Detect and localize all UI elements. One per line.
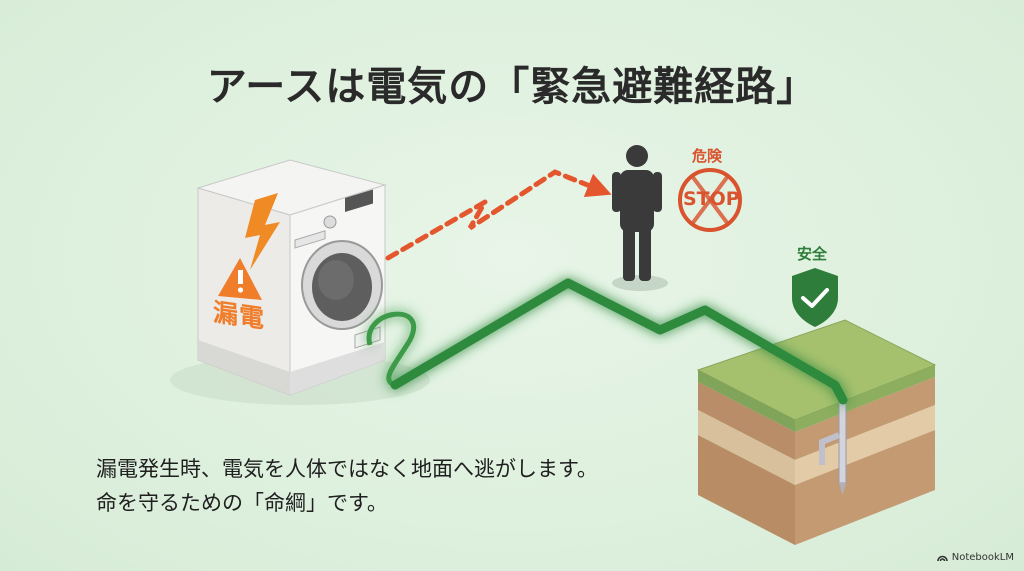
danger-label: 危険 (692, 147, 723, 165)
caption-line-2: 命を守るための「命綱」です。 (96, 491, 388, 515)
stop-sign-text: STOP (683, 188, 740, 210)
washing-machine (170, 159, 430, 405)
stop-sign-icon (678, 168, 742, 232)
ground-wire (366, 278, 848, 405)
leak-warning-label: 漏電 (213, 297, 266, 334)
brand-label: NotebookLM (951, 552, 1014, 563)
safe-label: 安全 (797, 245, 828, 263)
brand-watermark: NotebookLM (936, 552, 1014, 563)
leak-current-path (385, 169, 612, 261)
caption: 漏電発生時、電気を人体ではなく地面へ逃がします。 命を守るための「命綱」です。 (96, 452, 598, 520)
caption-line-1: 漏電発生時、電気を人体ではなく地面へ逃がします。 (96, 457, 598, 481)
notebooklm-logo-icon (936, 555, 948, 562)
slide-title: アースは電気の「緊急避難経路」 (206, 64, 818, 110)
ground-block (696, 319, 937, 545)
shield-check-icon (792, 268, 838, 327)
person-icon (612, 145, 668, 291)
lightning-icon (245, 193, 280, 270)
warning-triangle-icon (218, 258, 262, 300)
